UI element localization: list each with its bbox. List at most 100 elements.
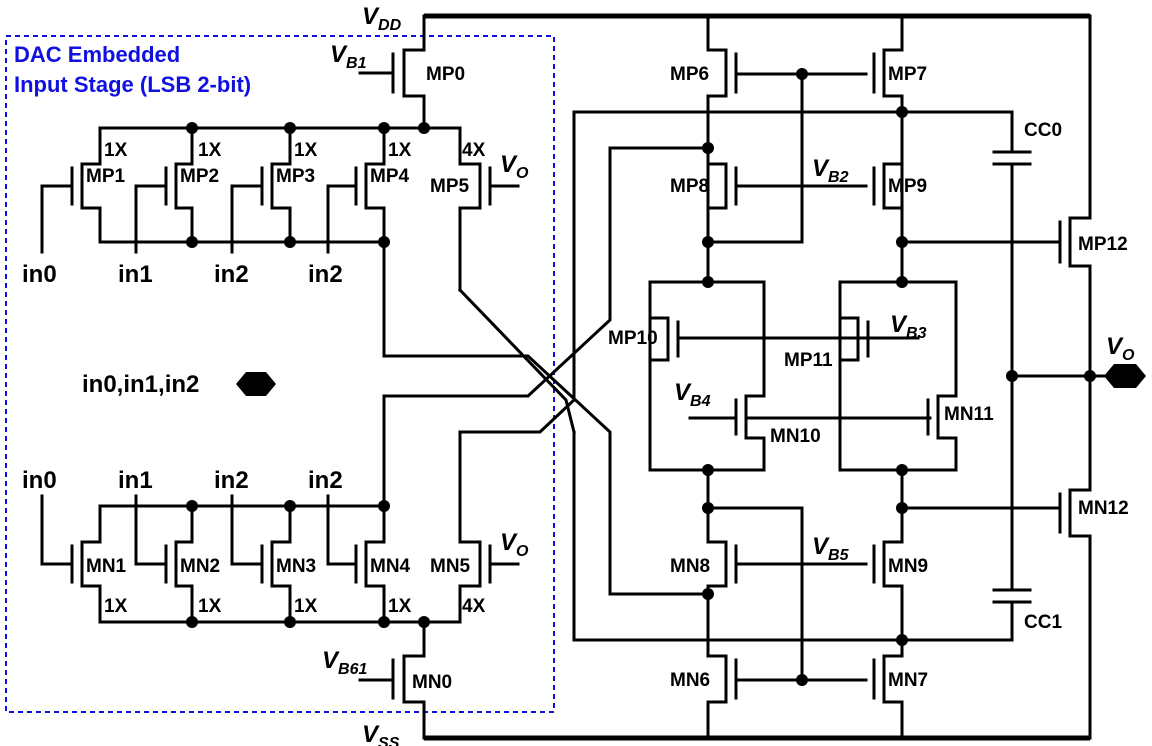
mp12-transistor [900,216,1092,492]
group-title-line2: Input Stage (LSB 2-bit) [14,72,251,97]
mp3-ratio: 1X [294,140,318,161]
mp0-transistor [358,14,426,130]
mn11-label: MN11 [944,404,994,425]
node-dot [186,616,198,628]
in1-label-top: in1 [118,261,153,288]
mp6-7-gate-wire [706,72,804,244]
in1-label-bottom: in1 [118,467,153,494]
cc1-label: CC1 [1024,612,1062,633]
vss-label: VSS [362,721,400,746]
mp7-transistor [872,14,904,244]
mp1-ratio: 1X [104,140,128,161]
mn1-label: MN1 [86,556,127,577]
mn0-transistor [358,620,426,740]
cross-wire-b [457,287,576,434]
vdd-label: VDD [362,3,402,34]
mn6-7-gate-wire [706,506,804,682]
vb3-label: VB3 [890,311,927,342]
mp10-transistor [648,316,920,362]
node-dot [186,236,198,248]
mp4-label: MP4 [370,166,410,187]
floating-source-right [838,280,958,472]
mn3-transistor [230,494,292,624]
digital-bus-port-icon [236,372,276,396]
mp3-label: MP3 [276,166,315,187]
mn8-label: MN8 [670,556,710,577]
vb2-label: VB2 [812,155,849,186]
mp5-ratio: 4X [462,140,486,161]
mn0-label: MN0 [412,672,452,693]
mn5-ratio: 4X [462,596,486,617]
in0-label-bottom: in0 [22,467,57,494]
in2-label-top: in2 [214,261,249,288]
mn7-label: MN7 [888,670,928,691]
mp3-transistor [230,126,292,254]
mn1-ratio: 1X [104,596,128,617]
mp5-label: MP5 [430,176,470,197]
mp9-label: MP9 [888,176,927,197]
node-dot [1006,370,1018,382]
dac-group-box [5,35,555,713]
vo-label-out: VO [1106,333,1135,364]
mn5-transistor [458,540,520,624]
mn12-transistor [900,488,1092,740]
vb5-label: VB5 [812,533,850,564]
mp6-label: MP6 [670,64,709,85]
cross-wire-a [382,240,710,596]
mn3-ratio: 1X [294,596,318,617]
vo-port-icon [1104,364,1146,388]
node-dot [284,236,296,248]
cross-wire-e [572,430,1014,642]
node-dot [378,616,390,628]
mn7-transistor [872,654,904,740]
node-dot [702,142,714,154]
mp9-transistor [872,162,904,210]
in2b-label-top: in2 [308,261,343,288]
mp5-transistor [458,126,520,292]
mn11-transistor [926,394,958,472]
mp1-transistor [40,126,102,254]
node-dot [896,634,908,646]
mp12-label: MP12 [1078,234,1128,255]
cross-wire-c [382,146,710,506]
mp8-transistor [706,162,868,210]
mp2-transistor [134,126,194,254]
cross-wire-d [458,110,1014,544]
node-dot [284,616,296,628]
group-title-line1: DAC Embedded [14,42,180,67]
mn6-label: MN6 [670,670,710,691]
mn12-label: MN12 [1078,498,1129,519]
mp10-label: MP10 [608,328,658,349]
mn10-transistor [688,394,932,472]
floating-source-left [648,280,766,472]
mp6-transistor [706,14,868,244]
mp7-label: MP7 [888,64,927,85]
mp4-ratio: 1X [388,140,412,161]
vb1-label: VB1 [330,41,367,72]
vb4-label: VB4 [674,379,711,410]
mp11-label: MP11 [784,350,833,371]
vo-label-mn5: VO [500,529,529,560]
mn3-label: MN3 [276,556,316,577]
mp1-label: MP1 [86,166,126,187]
in0-label-top: in0 [22,261,57,288]
mn10-label: MN10 [770,426,821,447]
mn2-label: MN2 [180,556,220,577]
node-dot [418,122,430,134]
mn4-label: MN4 [370,556,411,577]
node-dot [1084,370,1096,382]
mn2-ratio: 1X [198,596,222,617]
cc0-label: CC0 [1024,120,1062,141]
mp2-ratio: 1X [198,140,222,161]
mp2-label: MP2 [180,166,219,187]
mn6-transistor [706,654,868,740]
mn1-transistor [40,494,102,624]
mn4-ratio: 1X [388,596,412,617]
mn2-transistor [134,494,194,624]
node-dot [702,588,714,600]
mp0-label: MP0 [426,64,465,85]
mp8-label: MP8 [670,176,709,197]
mn9-label: MN9 [888,556,928,577]
